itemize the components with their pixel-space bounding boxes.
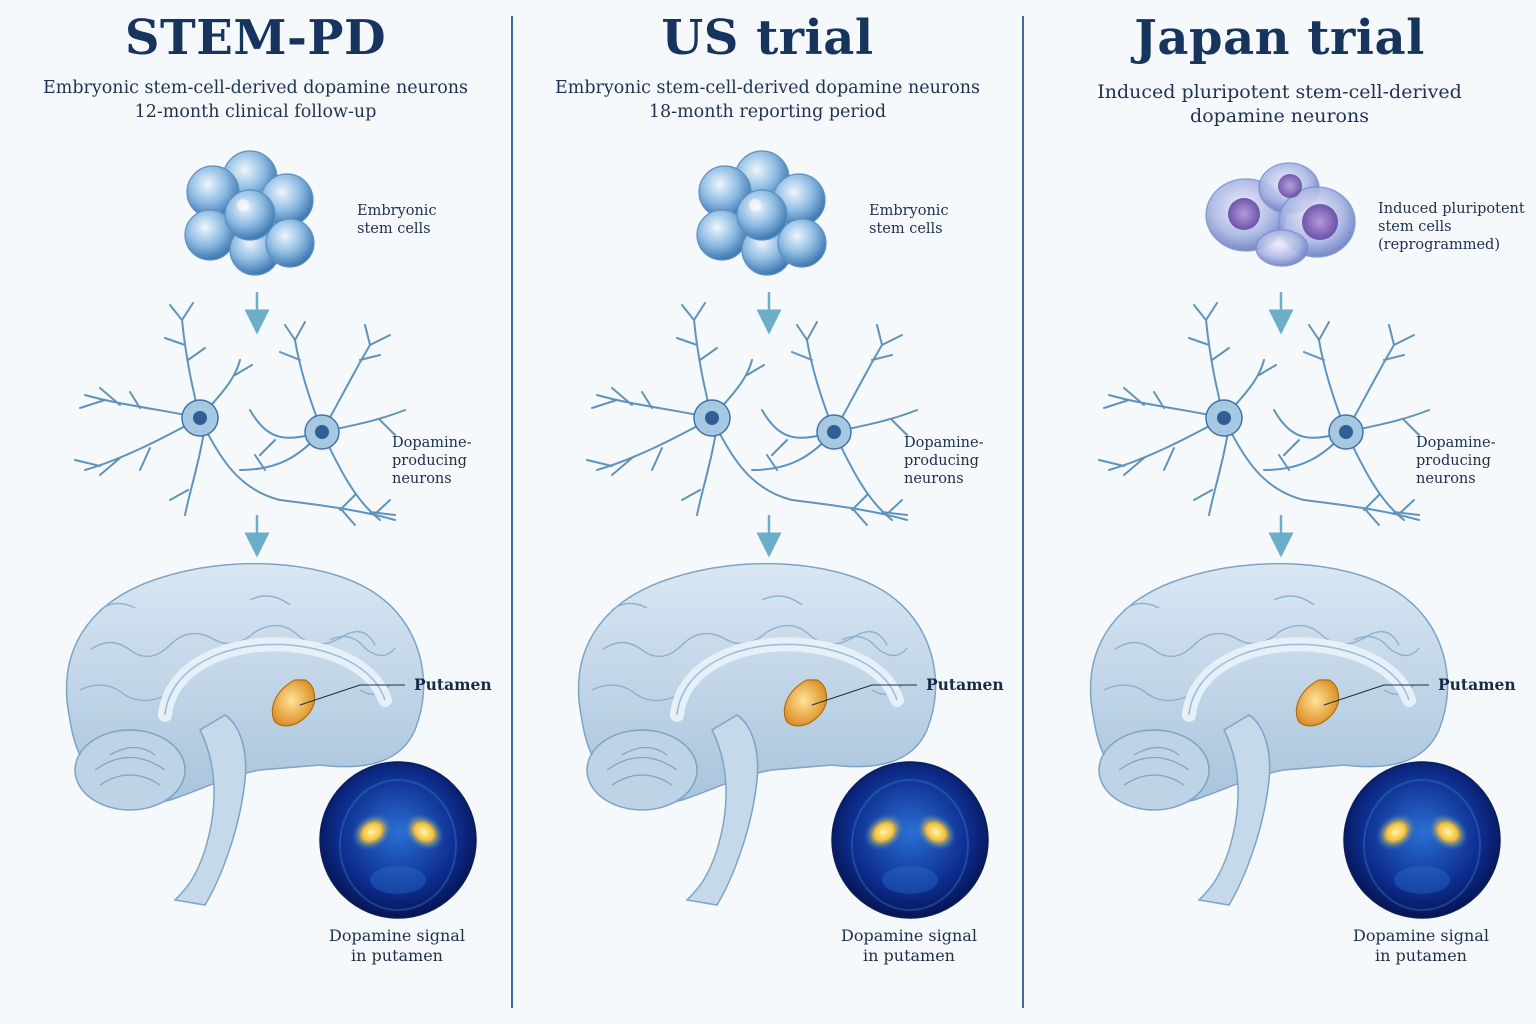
signal-label: Dopamine signal in putamen [809,926,1009,966]
panel-title: STEM-PD [124,10,387,66]
neurons-label: Dopamine- producing neurons [392,434,472,488]
panel-illustration [577,150,989,919]
panel-title: US trial [661,10,874,66]
signal-label-line: in putamen [1375,946,1467,965]
signal-label-line: Dopamine signal [1353,926,1489,945]
signal-label-line: Dopamine signal [841,926,977,945]
panel-subtitle: dopamine neurons [1190,105,1369,127]
trial-panel: Japan trial Induced pluripotent stem-cel… [1024,0,1535,1024]
neurons-label-line: Dopamine- [904,435,984,451]
pet-scan-icon [831,761,989,919]
panel-subtitle: Induced pluripotent stem-cell-derived [1097,81,1462,103]
neuron-icon [1098,302,1430,526]
cells-label-line: stem cells [357,221,431,237]
neurons-label-line: producing [1416,453,1491,469]
neurons-label-line: Dopamine- [1416,435,1496,451]
cells-label-line: stem cells [1378,219,1452,235]
cells-label-line: Induced pluripotent [1378,201,1525,217]
cell-cluster-icon [696,150,827,276]
brain-sagittal-icon [577,562,937,906]
neuron-icon [586,302,918,526]
brain-sagittal-icon [1089,562,1449,906]
neurons-label: Dopamine- producing neurons [904,434,984,488]
cell-cluster-icon [1205,162,1356,267]
neurons-label-line: neurons [904,471,964,487]
cells-label: Embryonic stem cells [869,202,949,238]
neurons-label-line: Dopamine- [392,435,472,451]
putamen-label: Putamen [1438,675,1516,694]
panel-title: Japan trial [1134,10,1425,66]
trial-panel: STEM-PD Embryonic stem-cell-derived dopa… [0,0,511,1024]
putamen-label: Putamen [414,675,492,694]
cells-label-line: (reprogrammed) [1378,237,1500,253]
neuron-icon [74,302,406,526]
brain-sagittal-icon [65,562,425,906]
pet-scan-icon [1343,761,1501,919]
signal-label-line: Dopamine signal [329,926,465,945]
cells-label-line: Embryonic [869,203,949,219]
cell-cluster-icon [184,150,315,276]
neurons-label: Dopamine- producing neurons [1416,434,1496,488]
pet-scan-icon [319,761,477,919]
signal-label-line: in putamen [863,946,955,965]
cells-label-line: stem cells [869,221,943,237]
putamen-label: Putamen [926,675,1004,694]
cells-label: Induced pluripotent stem cells (reprogra… [1378,200,1525,254]
neurons-label-line: producing [904,453,979,469]
panel-subtitle: 18-month reporting period [648,102,887,122]
panel-divider [511,16,513,1008]
panel-divider [1022,16,1024,1008]
panel-subtitle: Embryonic stem-cell-derived dopamine neu… [554,78,981,98]
neurons-label-line: neurons [1416,471,1476,487]
trial-panel: US trial Embryonic stem-cell-derived dop… [512,0,1023,1024]
neurons-label-line: producing [392,453,467,469]
signal-label: Dopamine signal in putamen [297,926,497,966]
signal-label-line: in putamen [351,946,443,965]
neurons-label-line: neurons [392,471,452,487]
cells-label-line: Embryonic [357,203,437,219]
panel-subtitle: Embryonic stem-cell-derived dopamine neu… [42,78,469,98]
panel-subtitle: 12-month clinical follow-up [134,102,377,122]
panel-illustration [1089,162,1501,919]
cells-label: Embryonic stem cells [357,202,437,238]
panel-illustration [65,150,477,919]
signal-label: Dopamine signal in putamen [1321,926,1521,966]
